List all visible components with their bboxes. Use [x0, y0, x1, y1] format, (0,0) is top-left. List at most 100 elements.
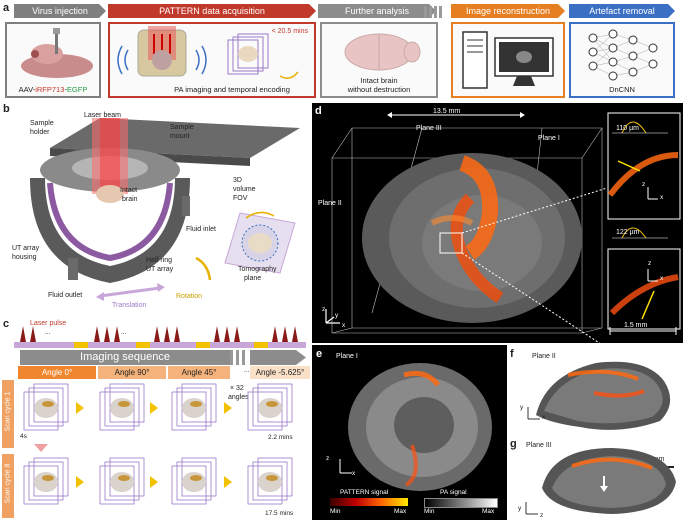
label-translation: Translation	[112, 302, 147, 309]
ellipsis-bars	[424, 5, 446, 18]
label-half-ring-1: Half ring	[146, 257, 173, 264]
further-analysis-box: Intact brain without destruction	[320, 22, 438, 98]
angle-45-tab: Angle 45°	[168, 366, 230, 379]
plane-e-image	[339, 363, 492, 491]
analysis-caption-2: without destruction	[347, 85, 411, 94]
time-17-5-mins: 17.5 mins	[265, 510, 294, 517]
label-sample-holder-2: holder	[30, 129, 50, 136]
angle-neg-tab: Angle -5.625°	[250, 366, 310, 379]
multiplier-1: × 32	[230, 385, 244, 392]
laser-pulse-label: Laser pulse	[30, 320, 67, 327]
label-fov-3: FOV	[233, 195, 248, 202]
scan-cycle-8-label: Scan cycle 8	[4, 463, 12, 504]
virus-injection-box: AAV-iRFP713-EGFP	[5, 22, 101, 98]
plane-f-label: Plane II	[532, 353, 556, 360]
axis-z-e: z	[326, 455, 330, 462]
step-pattern-acquisition: PATTERN data acquisition	[108, 4, 316, 18]
scan-cycles-illustration	[23, 383, 293, 505]
colorbar-pattern	[330, 498, 408, 506]
acquisition-box: < 20.5 mins PA imaging and temporal enco…	[108, 22, 316, 98]
axis-z-g: z	[540, 512, 544, 519]
step-virus-injection: Virus injection	[14, 4, 106, 18]
colorbar-pa-max: Max	[482, 508, 495, 515]
label-fluid-outlet: Fluid outlet	[48, 292, 83, 299]
panel-label-c: c	[3, 318, 10, 330]
network-caption: DnCNN	[609, 85, 635, 94]
imaging-sequence-bar: Imaging sequence	[20, 350, 230, 365]
panel-label-g: g	[510, 438, 517, 450]
colorbar-pattern-min: Min	[330, 508, 341, 515]
multiplier-2: angles	[228, 394, 249, 401]
angle-90-tab: Angle 90°	[98, 366, 166, 379]
angle-dots: ...	[244, 367, 250, 374]
label-intact-brain-2: brain	[122, 196, 138, 203]
pulse-dots-2: ...	[121, 329, 127, 336]
label-sample-holder-1: Sample	[30, 120, 54, 127]
plane-3-label: Plane III	[416, 125, 442, 132]
axis-y-g: y	[518, 505, 522, 512]
step-further-analysis: Further analysis	[318, 4, 436, 18]
label-rotation: Rotation	[176, 293, 203, 300]
artefact-removal-box: DnCNN	[569, 22, 675, 98]
label-fluid-inlet: Fluid inlet	[186, 226, 216, 233]
scan-cycle-1-label: Scan cycle 1	[4, 391, 12, 432]
label-tomography-2: plane	[244, 275, 262, 282]
laser-pulse-train	[14, 326, 306, 348]
axis-x-f: x	[542, 414, 546, 421]
axis-x-inset1: x	[660, 194, 664, 201]
plane-g-image	[525, 448, 676, 515]
panel-label-e: e	[316, 348, 323, 360]
width-label: 13.5 mm	[433, 108, 461, 115]
axis-y-f: y	[520, 404, 524, 411]
step-image-reconstruction: Image reconstruction	[451, 4, 565, 18]
plane-e-label: Plane I	[336, 353, 358, 360]
acquisition-illustration	[117, 26, 299, 79]
plane-2-label: Plane II	[318, 200, 342, 207]
label-ut-housing-1: UT array	[12, 245, 40, 252]
plane-f-image	[527, 361, 671, 430]
panel-label-b: b	[3, 103, 10, 115]
label-sample-mount-1: Sample	[170, 124, 194, 131]
axis-x-inset2: x	[660, 275, 664, 282]
angle-0-tab: Angle 0°	[18, 366, 96, 379]
colorbar-pa-label: PA signal	[440, 489, 467, 496]
label-tomography-1: Tomography	[238, 266, 277, 273]
colorbar-pa	[424, 498, 498, 508]
scan-cycle-8-bar: Scan cycle 8	[2, 454, 14, 518]
label-fov-1: 3D	[233, 177, 242, 184]
analysis-caption-1: Intact brain	[360, 76, 398, 85]
computer-icon	[462, 31, 554, 89]
axis-y-d: y	[335, 312, 339, 319]
scan-cycle-1-bar: Scan cycle 1	[2, 380, 14, 448]
plane-g-label: Plane III	[526, 442, 552, 449]
colorbar-pattern-max: Max	[394, 508, 407, 515]
virus-caption-pre: AAV-	[18, 85, 36, 94]
colorbar-pattern-label: PATTERN signal	[340, 489, 389, 496]
label-laser-beam: Laser beam	[84, 112, 121, 119]
label-intact-brain-1: Intact	[120, 187, 138, 194]
virus-caption-red: iRFP713	[35, 85, 65, 94]
axis-z-inset2: z	[648, 260, 652, 267]
colorbar-pa-min: Min	[424, 508, 435, 515]
axis-z-inset1: z	[642, 181, 646, 188]
time-note: < 20.5 mins	[271, 28, 308, 35]
scale-label: 1.5 mm	[624, 322, 648, 329]
resolution-2: 122 µm	[616, 229, 640, 236]
axis-x-e: x	[352, 470, 356, 477]
pulse-dots-1: ...	[45, 329, 51, 336]
label-sample-mount-2: mount	[170, 133, 190, 140]
time-4s: 4s	[20, 433, 27, 440]
label-half-ring-2: UT array	[146, 266, 174, 273]
sequence-arrow	[230, 350, 306, 365]
virus-caption-mid: -	[64, 85, 67, 94]
acquisition-caption: PA imaging and temporal encoding	[174, 85, 290, 94]
device-illustration	[30, 118, 300, 301]
volume-render	[325, 112, 681, 343]
resolution-1: 110 µm	[616, 125, 639, 132]
virus-caption: AAV-iRFP713-EGFP	[7, 85, 99, 94]
axis-x-d: x	[342, 322, 346, 329]
virus-caption-green: EGFP	[66, 85, 88, 94]
axis-z-d: z	[322, 306, 326, 313]
mouse-illustration	[21, 28, 93, 78]
brain-illustration	[344, 33, 421, 71]
